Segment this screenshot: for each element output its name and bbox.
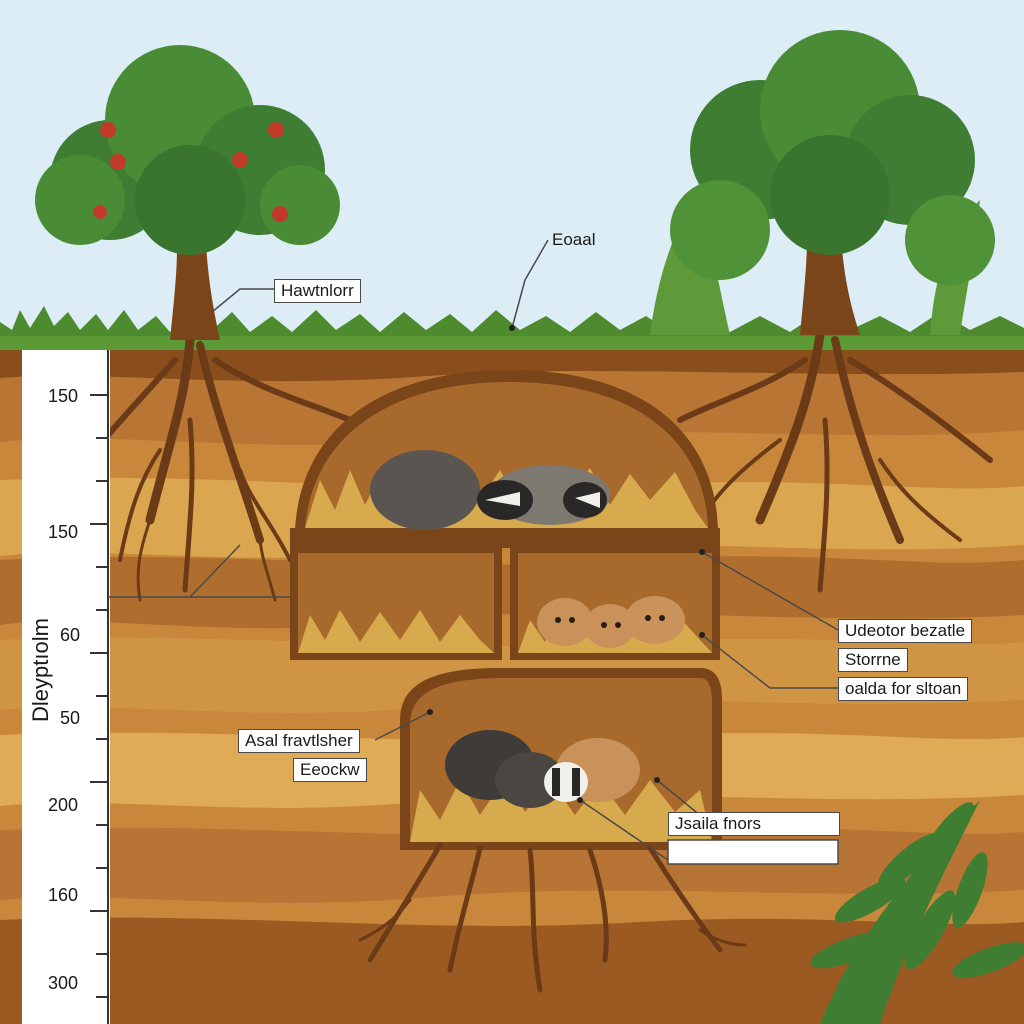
fruit (110, 154, 126, 170)
depth-tick-label: 60 (60, 625, 81, 645)
lower-roots (358, 842, 747, 993)
left-tree (35, 45, 340, 340)
depth-tick-label: 200 (48, 795, 79, 815)
depth-tick-label: 50 (60, 708, 81, 728)
depth-tick-label: 160 (48, 885, 79, 905)
badgers-upper (370, 450, 610, 530)
depth-tick-label: 150 (48, 386, 79, 406)
label-chamber-low-1: Asal fravtlsher (238, 729, 360, 753)
cubs (537, 596, 685, 648)
fruit (100, 122, 116, 138)
badgers-lower (445, 730, 640, 808)
leader-lines (108, 239, 839, 865)
right-tree (650, 30, 995, 335)
fern (810, 800, 1024, 1024)
label-hawthorn: Hawtnlorr (274, 279, 361, 303)
depth-ruler (22, 350, 110, 1024)
depth-tick-label: 150 (48, 522, 79, 542)
leader-dots (427, 325, 705, 803)
label-ground: Eoaal (552, 230, 596, 249)
label-chamber-low-2: Eeockw (293, 758, 367, 782)
fruit (93, 205, 107, 219)
label-chamber-right-1: Udeotor bezatle (838, 619, 973, 643)
fruit (232, 152, 248, 168)
fruit (272, 206, 288, 222)
label-chamber-right-3: oalda for sltoan (838, 677, 969, 701)
label-nest-bottom: Jsaila fnors (668, 812, 840, 836)
right-tree-roots (677, 330, 993, 593)
depth-tick-label: 300 (48, 973, 79, 993)
depth-axis-title: Dleyptıolm (28, 618, 53, 722)
label-chamber-right-2: Storrne (838, 648, 908, 672)
fruit (268, 122, 284, 138)
